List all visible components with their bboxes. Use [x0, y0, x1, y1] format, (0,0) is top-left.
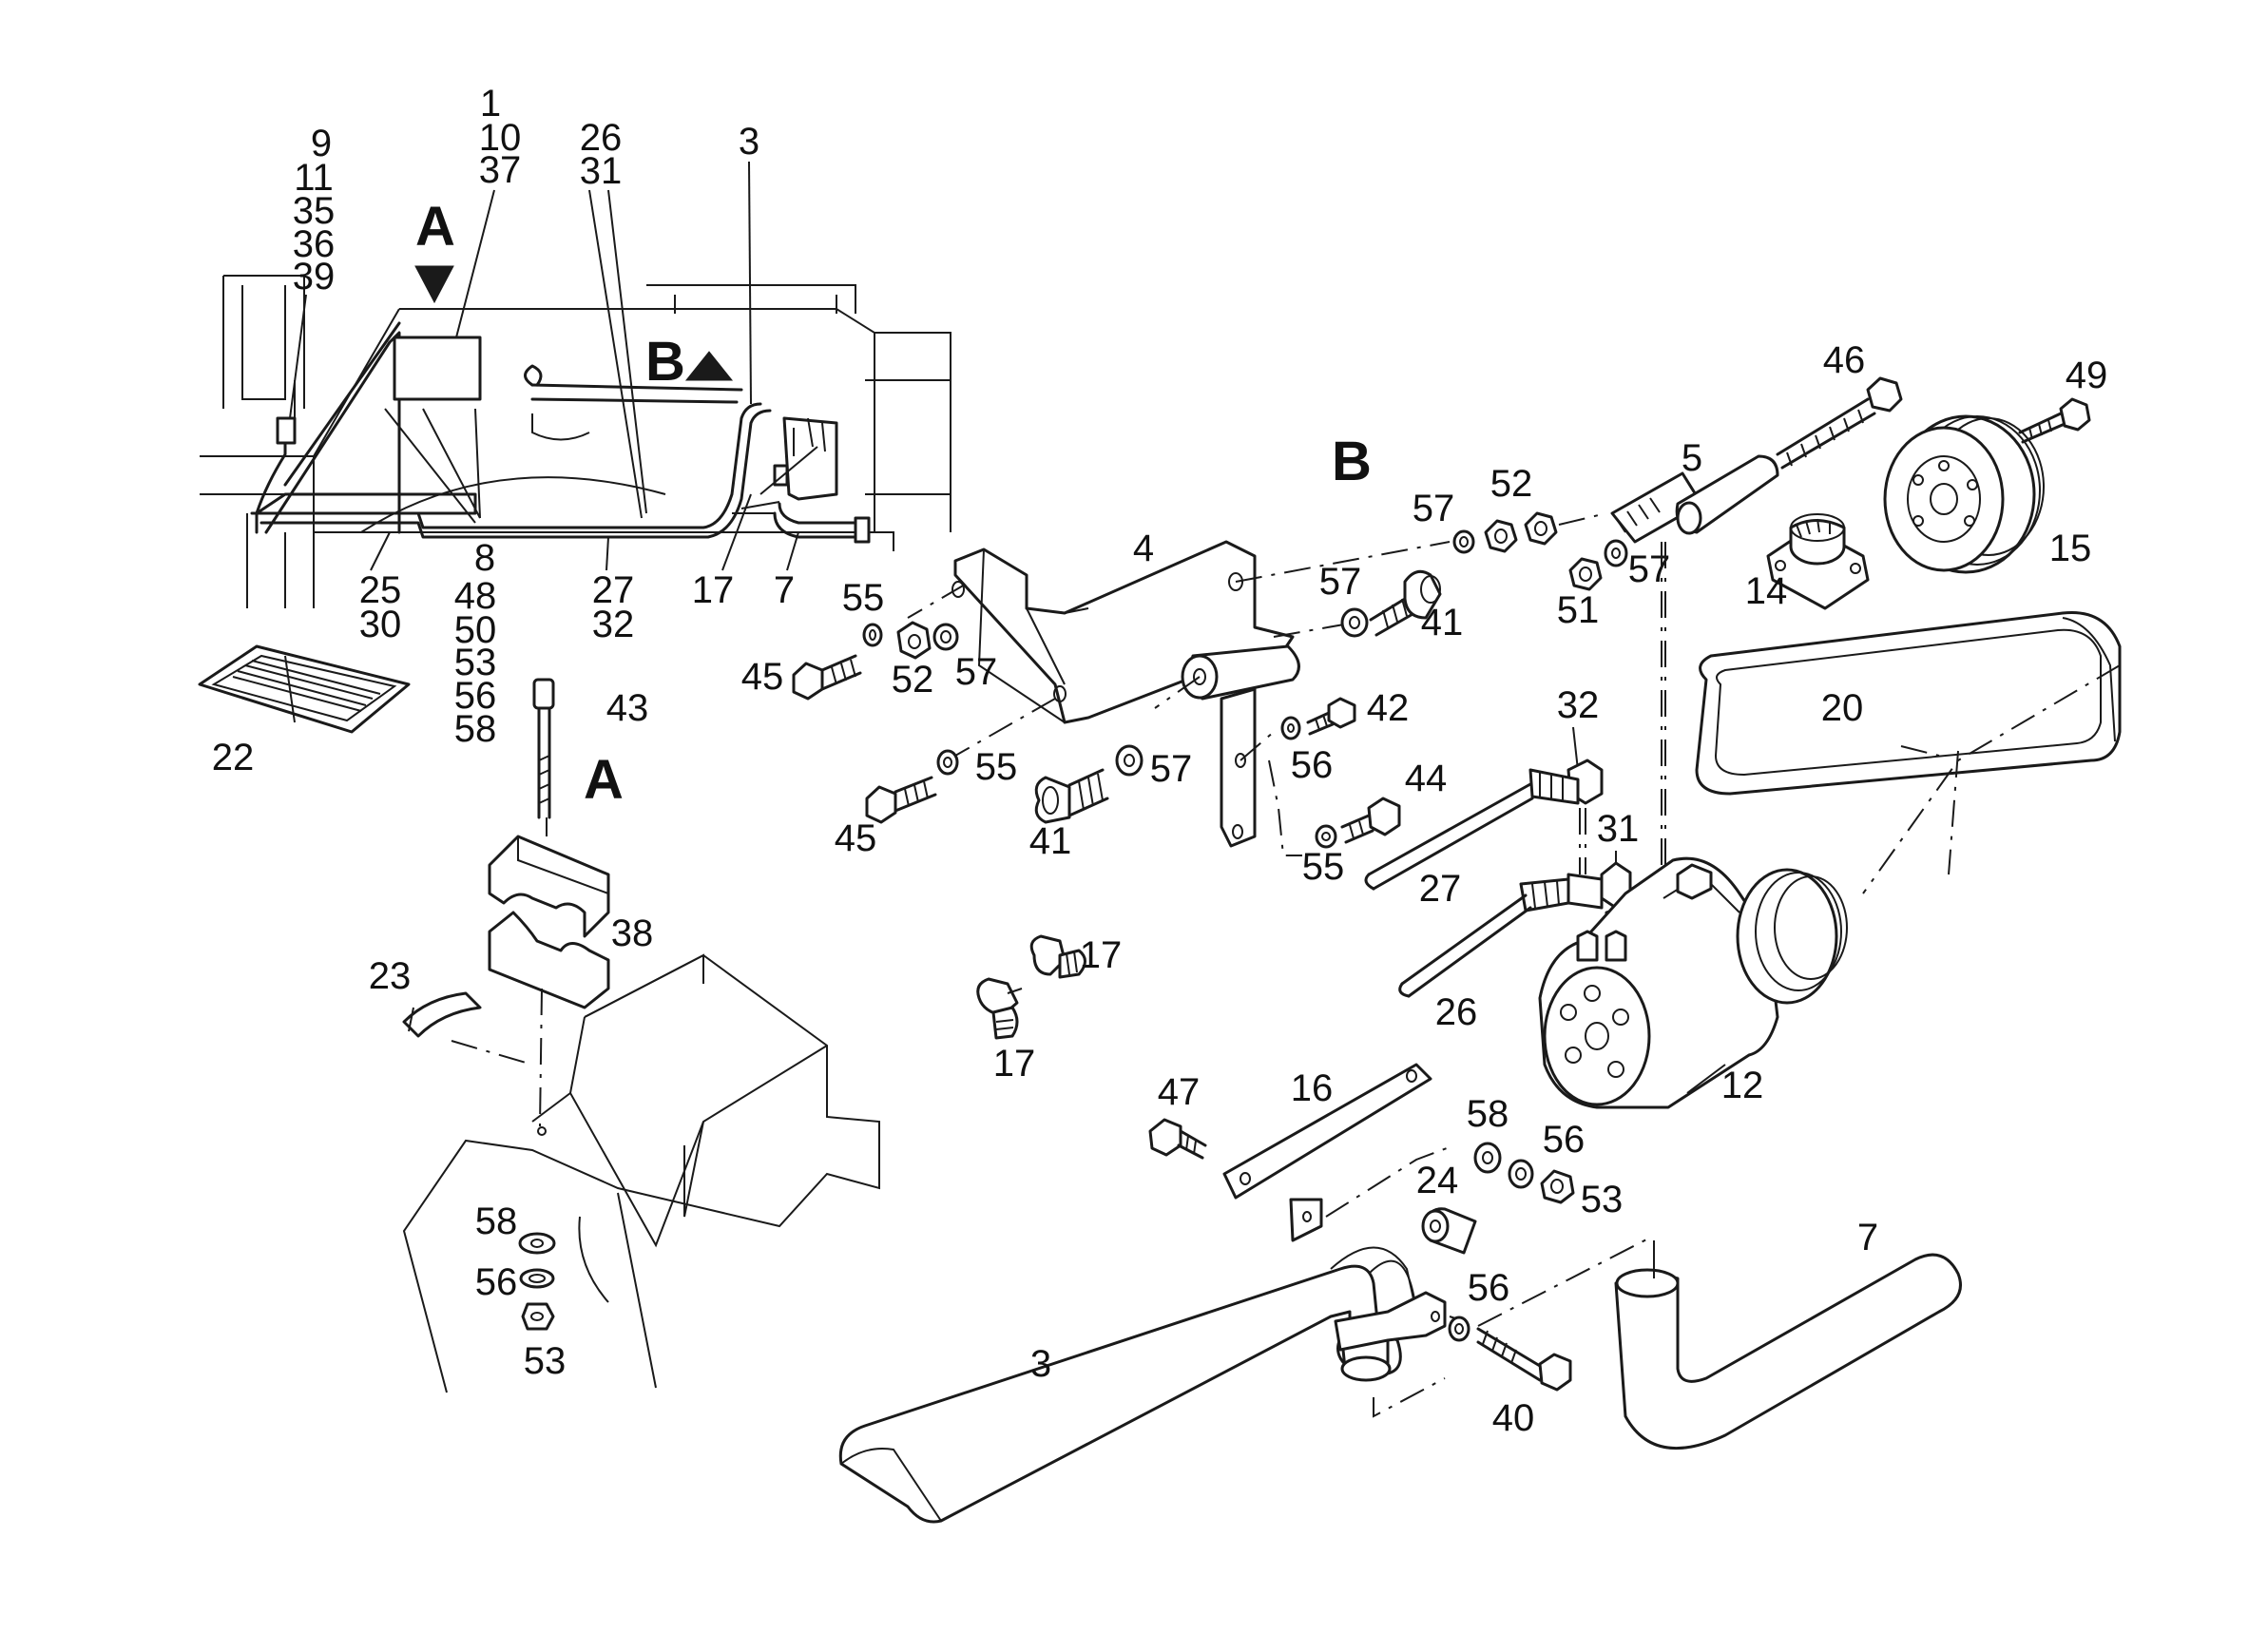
callout-53: 53 — [1581, 1179, 1624, 1220]
callout-1: 1 — [480, 83, 501, 125]
callout-55: 55 — [842, 577, 885, 619]
callout-27: 27 — [592, 569, 635, 611]
callout-26: 26 — [1435, 991, 1478, 1033]
callout-57: 57 — [1628, 548, 1671, 590]
callout-52: 52 — [1490, 463, 1533, 505]
callout-32: 32 — [592, 604, 635, 645]
triangle-right-icon — [684, 351, 734, 381]
view-letter-b-top: B — [645, 331, 685, 393]
callout-57: 57 — [1319, 561, 1362, 603]
callout-17: 17 — [1080, 934, 1123, 976]
callout-51: 51 — [1557, 589, 1600, 631]
sensor-9 — [276, 416, 297, 445]
callout-37: 37 — [479, 149, 522, 191]
compressor-assembly: 32 27 31 26 12 — [1364, 684, 1848, 1109]
detail-a-clamp: 43 A 38 23 58 56 53 — [369, 678, 880, 1393]
callout-42: 42 — [1367, 687, 1410, 729]
callout-41: 41 — [1029, 820, 1072, 862]
callout-35: 35 — [293, 190, 336, 232]
callout-7: 7 — [1857, 1217, 1878, 1258]
callout-40: 40 — [1492, 1397, 1535, 1439]
callout-3: 3 — [739, 121, 759, 163]
callout-56: 56 — [1543, 1119, 1586, 1161]
callout-41: 41 — [1421, 602, 1464, 644]
callout-44: 44 — [1405, 758, 1448, 799]
pipe-3: 3 56 40 — [838, 1235, 1655, 1524]
callout-32: 32 — [1557, 684, 1600, 726]
callout-58: 58 — [1467, 1093, 1509, 1135]
callout-57: 57 — [955, 651, 998, 693]
callout-20: 20 — [1821, 687, 1864, 729]
callout-58: 58 — [475, 1201, 518, 1242]
overview-callouts: 1 10 37 9 11 35 36 39 26 31 3 A B 8 48 5… — [289, 83, 799, 750]
detail-b-bracket: B 4 55 52 57 45 — [741, 339, 1903, 903]
callout-55: 55 — [975, 746, 1018, 788]
overview-frame — [200, 275, 951, 608]
callout-31: 31 — [1597, 808, 1640, 850]
callout-4: 4 — [1133, 528, 1154, 569]
callout-15: 15 — [2049, 528, 2092, 569]
callout-31: 31 — [580, 150, 623, 192]
callout-48: 48 — [454, 575, 497, 617]
callout-14: 14 — [1745, 570, 1788, 612]
callout-49: 49 — [2066, 355, 2108, 396]
callout-43: 43 — [606, 687, 649, 729]
pulley-and-belt: 49 14 15 20 — [1695, 355, 2122, 894]
callout-45: 45 — [835, 817, 877, 859]
callout-36: 36 — [293, 223, 336, 265]
callout-38: 38 — [611, 912, 654, 954]
callout-17: 17 — [692, 569, 735, 611]
callout-56: 56 — [1468, 1267, 1510, 1309]
triangle-down-icon — [414, 265, 454, 304]
bracket-16: 47 16 58 56 53 24 — [1148, 1063, 1624, 1255]
fittings-17: 17 17 — [976, 934, 1123, 1085]
callout-3: 3 — [1030, 1343, 1051, 1385]
callout-27: 27 — [1419, 868, 1462, 910]
callout-9: 9 — [311, 123, 332, 164]
callout-23: 23 — [369, 955, 412, 997]
callout-22: 22 — [212, 737, 255, 778]
callout-10: 10 — [479, 117, 522, 159]
callout-52: 52 — [892, 659, 934, 701]
callout-56: 56 — [475, 1261, 518, 1303]
callout-55: 55 — [1302, 846, 1345, 888]
filter-box — [393, 336, 482, 401]
view-letter-b-detail: B — [1332, 431, 1372, 492]
callout-11: 11 — [294, 157, 334, 199]
callout-17: 17 — [993, 1043, 1036, 1085]
callout-7: 7 — [774, 569, 795, 611]
callout-56: 56 — [1291, 744, 1334, 786]
callout-39: 39 — [293, 256, 336, 298]
callout-53: 53 — [454, 642, 497, 683]
callout-26: 26 — [580, 117, 623, 159]
callout-12: 12 — [1721, 1065, 1764, 1106]
grille-part-22: 22 — [198, 644, 411, 778]
view-letter-a-detail: A — [584, 749, 624, 811]
callout-58: 58 — [454, 708, 497, 750]
callout-46: 46 — [1823, 339, 1866, 381]
callout-45: 45 — [741, 656, 784, 698]
callout-24: 24 — [1416, 1160, 1459, 1201]
callout-8: 8 — [474, 537, 495, 579]
callout-47: 47 — [1158, 1071, 1201, 1113]
callout-50: 50 — [454, 609, 497, 651]
callout-57: 57 — [1413, 488, 1455, 529]
callout-16: 16 — [1291, 1067, 1334, 1109]
callout-56: 56 — [454, 675, 497, 717]
callout-25: 25 — [359, 569, 402, 611]
view-letter-a-top: A — [415, 196, 455, 258]
callout-5: 5 — [1682, 437, 1702, 479]
callout-30: 30 — [359, 604, 402, 645]
callout-57: 57 — [1150, 748, 1193, 790]
callout-53: 53 — [524, 1340, 567, 1382]
hose-7: 7 — [1614, 1217, 1962, 1450]
